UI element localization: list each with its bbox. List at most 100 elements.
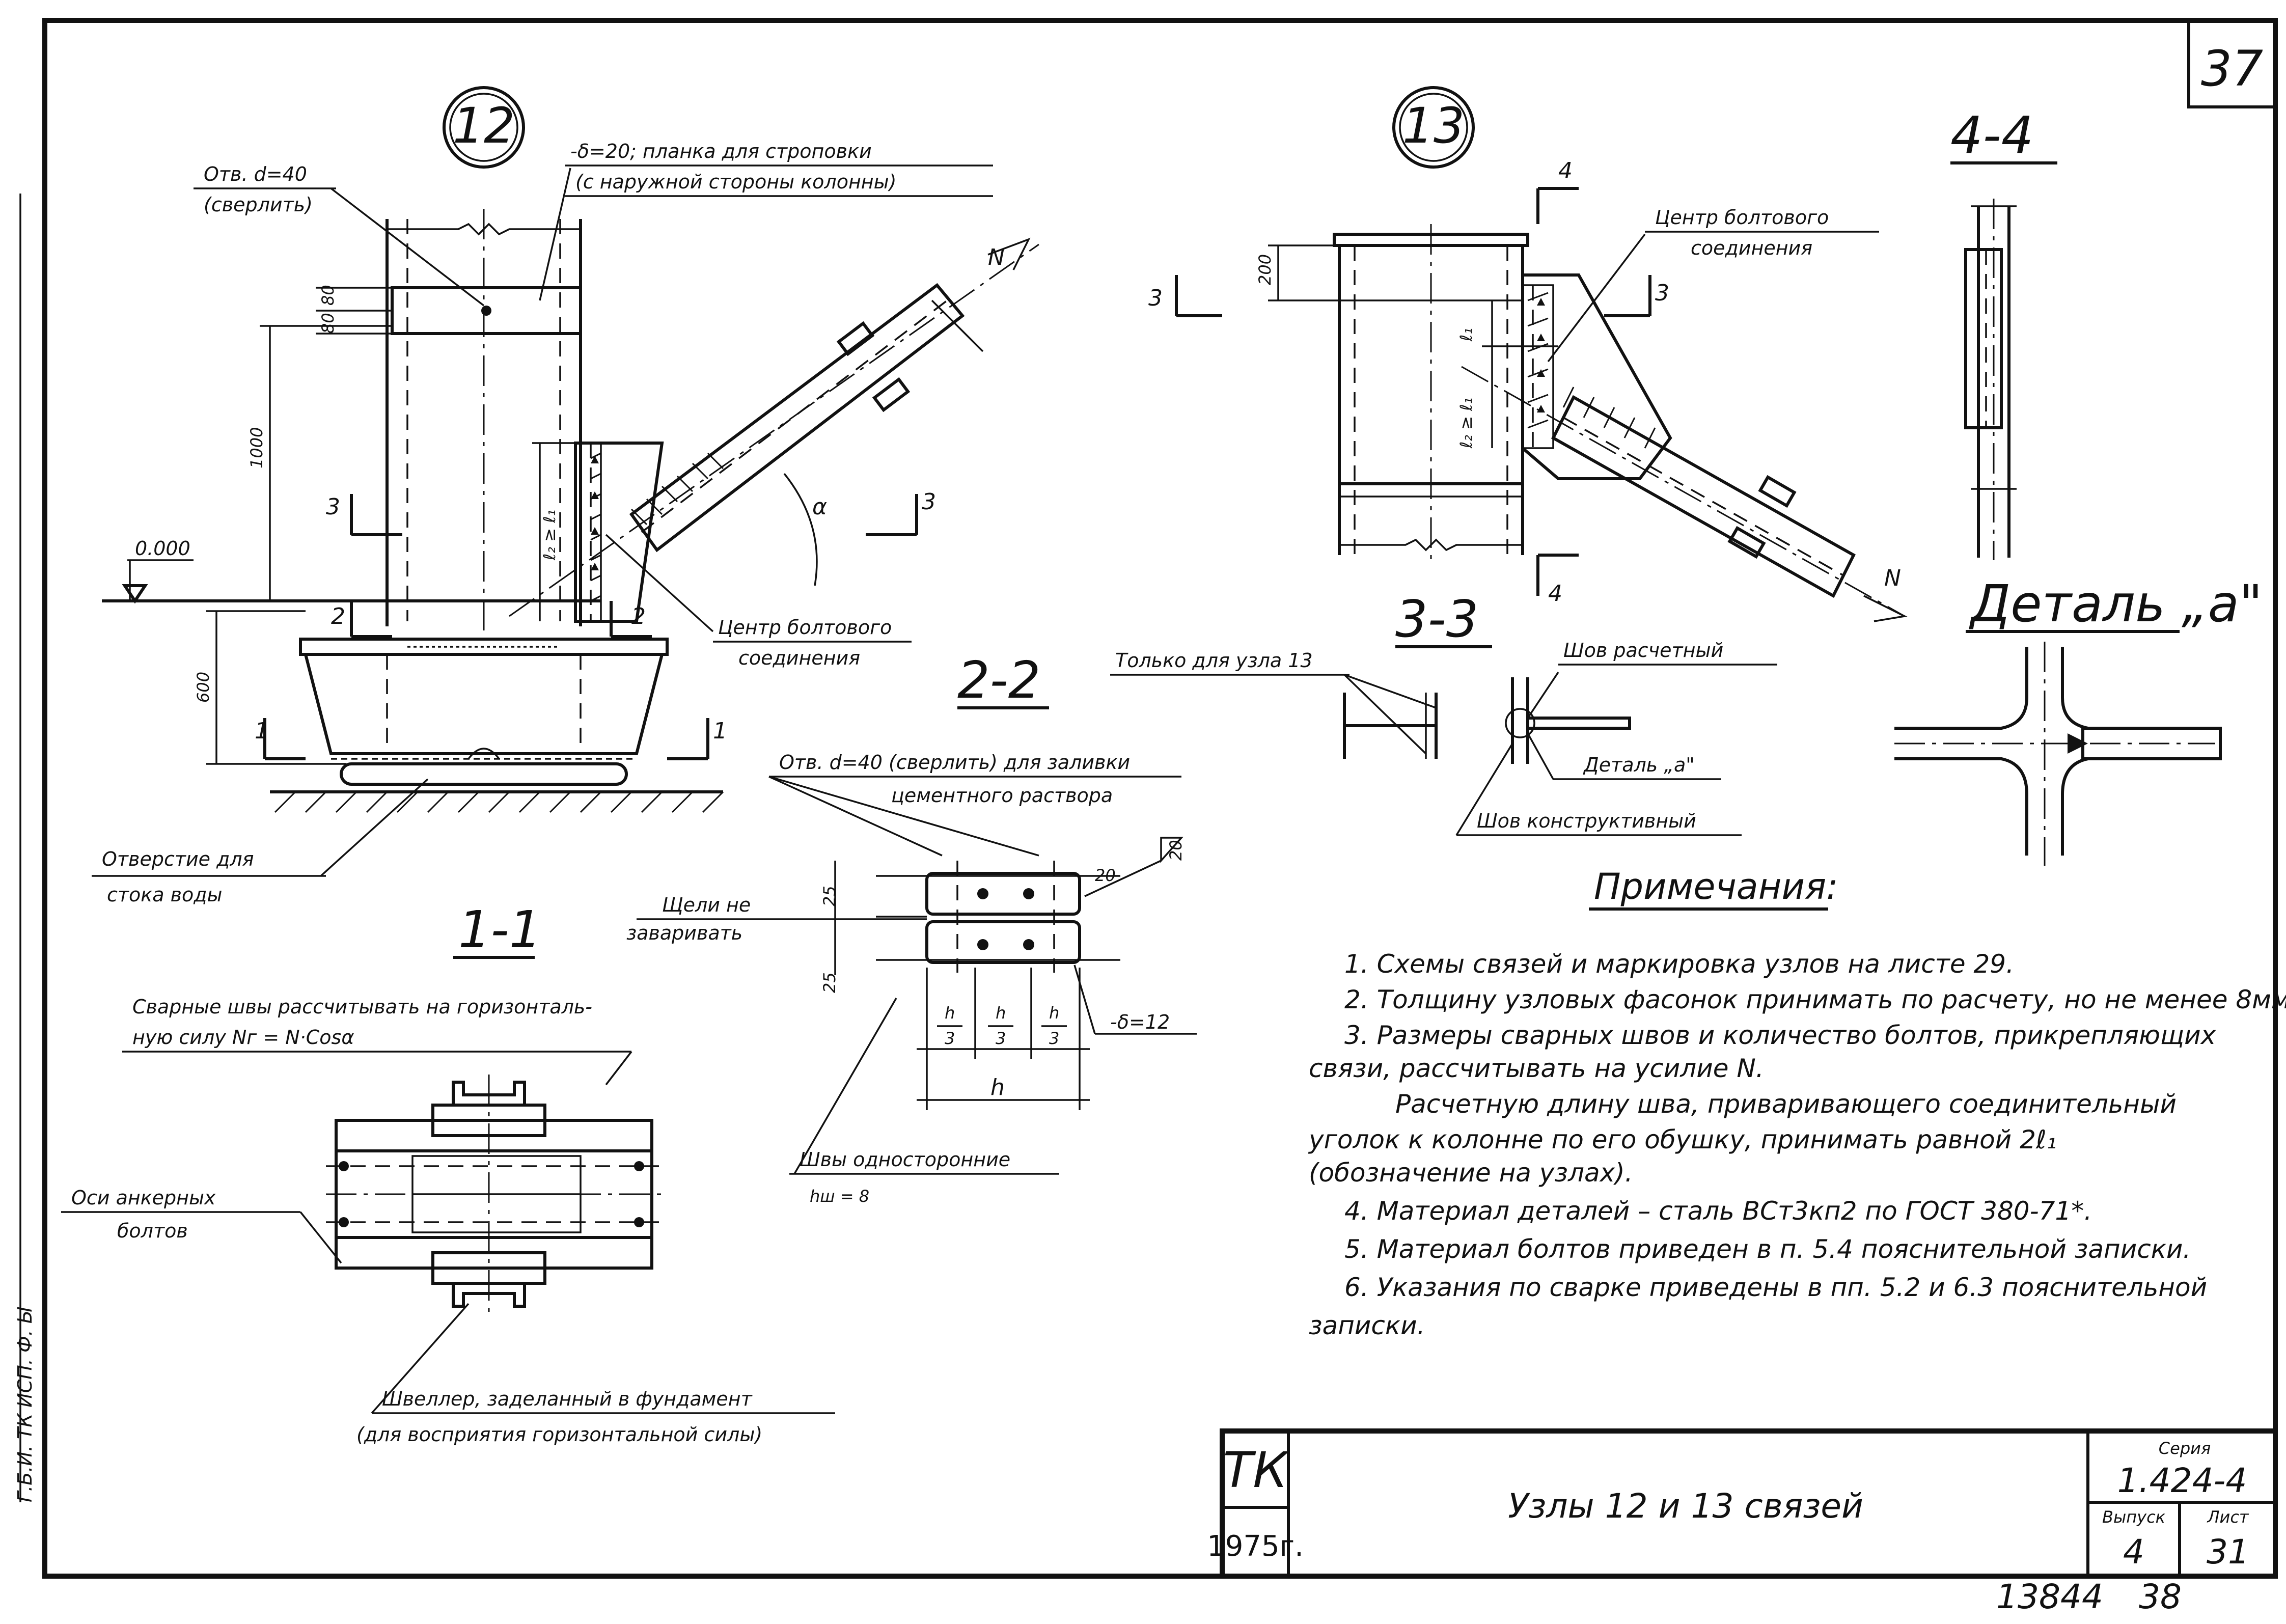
- node-13-cut3-left: 3: [1148, 285, 1163, 311]
- section-2-2-weld-size: hш = 8: [810, 1187, 869, 1206]
- notes-line-1: 1. Схемы связей и маркировка узлов на ли…: [1344, 949, 2014, 979]
- section-1-1: 1-1 Сварные швы рассчитывать на горизонт…: [61, 900, 835, 1446]
- node-13-badge: 13: [1402, 97, 1465, 154]
- node-13-cut3-right: 3: [1655, 280, 1669, 306]
- title-block-sheet: 31: [2207, 1532, 2249, 1572]
- title-block-issue-label: Выпуск: [2102, 1507, 2166, 1527]
- footer-page: 38: [2139, 1577, 2182, 1616]
- node-12-drain-label-2: стока воды: [107, 884, 223, 906]
- section-2-2-h3-a: h: [945, 1003, 955, 1023]
- node-12-center-label-2: соединения: [738, 647, 860, 669]
- section-1-1-channel-note: Швеллер, заделанный в фундамент: [382, 1388, 753, 1410]
- section-3-3: 3-3 Только для узла 13 Шов расчетный Дет…: [1110, 589, 1777, 836]
- notes-line-6: уголок к колонне по его обушку, принимат…: [1308, 1125, 2057, 1154]
- node-12-drawing: 12 -δ=20; планка для строповки (с наружн…: [92, 86, 1039, 906]
- section-1-1-title: 1-1: [458, 900, 541, 959]
- section-3-3-only-node: Только для узла 13: [1115, 649, 1313, 672]
- node-12-cut2-left: 2: [331, 603, 345, 629]
- section-1-1-channel-note-2: (для восприятия горизонтальной силы): [356, 1423, 762, 1446]
- section-2-2-dim-20a: 20: [1166, 840, 1186, 861]
- node-12-badge-circle: [443, 86, 525, 169]
- section-2-2-hole-note: Отв. d=40 (сверлить) для заливки: [779, 751, 1130, 774]
- section-3-3-detail-ref: Деталь „а": [1583, 754, 1695, 776]
- page-number: 37: [2201, 40, 2263, 97]
- node-13-force: N: [1884, 565, 1901, 591]
- node-12-dim-1000: 1000: [247, 427, 266, 469]
- notes-line-2: 2. Толщину узловых фасонок принимать по …: [1344, 985, 2286, 1014]
- node-12-l2-label: ℓ₂ ≥ ℓ₁: [540, 510, 559, 561]
- node-12-dim-600: 600: [194, 672, 213, 703]
- node-12-hole-label-2: (сверлить): [204, 194, 313, 216]
- title-block-org: ТК: [1223, 1442, 1290, 1499]
- section-2-2-dim-25a: 25: [820, 886, 839, 906]
- node-12-drain-label: Отверстие для: [102, 848, 254, 870]
- section-1-1-weld-calc: Сварные швы рассчитывать на горизонталь-: [132, 996, 592, 1018]
- notes-block: Примечания: 1. Схемы связей и маркировка…: [1308, 866, 2286, 1340]
- node-12-level: 0.000: [135, 537, 190, 560]
- section-2-2-h3-c: h: [1049, 1003, 1059, 1023]
- section-3-3-title: 3-3: [1395, 589, 1478, 649]
- section-1-1-weld-calc-2: ную силу Nг = N·Cosα: [132, 1026, 354, 1049]
- node-12-plate-label: -δ=20; планка для строповки: [570, 140, 872, 162]
- section-2-2-weld-note: Швы односторонние: [800, 1148, 1010, 1171]
- side-stamp: Г.Б.И. ТК ИСП. Ф. Ы: [14, 1307, 36, 1502]
- footer-number: 13844: [1996, 1577, 2103, 1616]
- node-13-drawing: 13 200 ℓ₂ ≥ ℓ₁ ℓ₁: [1148, 86, 1908, 622]
- section-2-2-gap-note: Щели не: [662, 894, 751, 916]
- section-2-2-dim-20b: 20: [1095, 866, 1116, 885]
- section-1-1-anchor-axis: Оси анкерных: [71, 1187, 216, 1209]
- node-12-badge: 12: [453, 97, 515, 154]
- node-12-angle: α: [812, 494, 827, 520]
- section-2-2: 2-2 Отв. d=40 (сверлить) для заливки цем…: [626, 650, 1197, 1206]
- notes-line-10: 6. Указания по сварке приведены в пп. 5.…: [1344, 1273, 2207, 1302]
- detail-a: Деталь „а": [1894, 574, 2263, 866]
- notes-line-11: записки.: [1309, 1311, 1425, 1340]
- node-13-dim-200: 200: [1255, 254, 1275, 285]
- section-3-3-weld-calc: Шов расчетный: [1563, 639, 1723, 662]
- title-block-series: 1.424-4: [2117, 1461, 2247, 1500]
- notes-line-8: 4. Материал деталей – сталь ВСт3кп2 по Г…: [1344, 1196, 2092, 1226]
- node-12-cut2-right: 2: [631, 603, 646, 629]
- notes-line-7: (обозначение на узлах).: [1309, 1158, 1633, 1188]
- node-13-cut4-top: 4: [1558, 158, 1573, 184]
- node-12-plate-label-2: (с наружной стороны колонны): [575, 171, 896, 193]
- section-2-2-h-total: h: [990, 1075, 1005, 1100]
- section-4-4: 4-4: [1950, 105, 2057, 560]
- node-13-l2-label: ℓ₂ ≥ ℓ₁: [1456, 398, 1476, 449]
- section-2-2-dim-25b: 25: [820, 972, 839, 993]
- section-2-2-h3-b: h: [996, 1003, 1006, 1023]
- section-4-4-title: 4-4: [1950, 105, 2033, 165]
- title-block-title: Узлы 12 и 13 связей: [1508, 1487, 1863, 1526]
- section-3-3-weld-constr: Шов конструктивный: [1477, 810, 1696, 832]
- notes-line-4: связи, рассчитывать на усилие N.: [1309, 1054, 1764, 1083]
- notes-line-3: 3. Размеры сварных швов и количество бол…: [1344, 1021, 2216, 1050]
- section-2-2-plate: -δ=12: [1110, 1011, 1170, 1033]
- node-13-badge-circle: [1392, 86, 1475, 169]
- node-12-cut1-right: 1: [713, 718, 727, 744]
- node-12-center-label: Центр болтового: [718, 616, 892, 639]
- section-2-2-three-b: 3: [996, 1029, 1006, 1048]
- title-block-year: 1975г.: [1207, 1530, 1304, 1563]
- section-2-2-title: 2-2: [957, 650, 1040, 710]
- sheet-frame: 37 13844 38 Г.Б.И. ТК ИСП. Ф. Ы: [14, 18, 2278, 1616]
- node-12-hole-label: Отв. d=40: [204, 163, 307, 185]
- notes-line-5: Расчетную длину шва, приваривающего соед…: [1395, 1089, 2177, 1119]
- section-1-1-anchor-axis-2: болтов: [117, 1220, 188, 1242]
- node-13-l1-label: ℓ₁: [1456, 328, 1476, 342]
- node-12-cut3-left: 3: [326, 494, 340, 520]
- detail-a-title: Деталь „а": [1969, 574, 2263, 634]
- section-2-2-three-c: 3: [1049, 1029, 1059, 1048]
- node-12-dim-80b: 80: [318, 313, 338, 334]
- node-12-cut1-left: 1: [255, 718, 269, 744]
- node-13-center-label-2: соединения: [1691, 237, 1812, 259]
- title-block-series-label: Серия: [2159, 1439, 2211, 1458]
- node-12-cut3-right: 3: [922, 489, 936, 515]
- notes-line-9: 5. Материал болтов приведен в п. 5.4 поя…: [1344, 1234, 2191, 1264]
- section-2-2-three-a: 3: [945, 1029, 955, 1048]
- node-13-cut4-bottom: 4: [1548, 581, 1562, 607]
- node-13-center-label: Центр болтового: [1655, 206, 1829, 229]
- title-block-issue: 4: [2123, 1532, 2144, 1572]
- node-12-force: N: [988, 244, 1005, 270]
